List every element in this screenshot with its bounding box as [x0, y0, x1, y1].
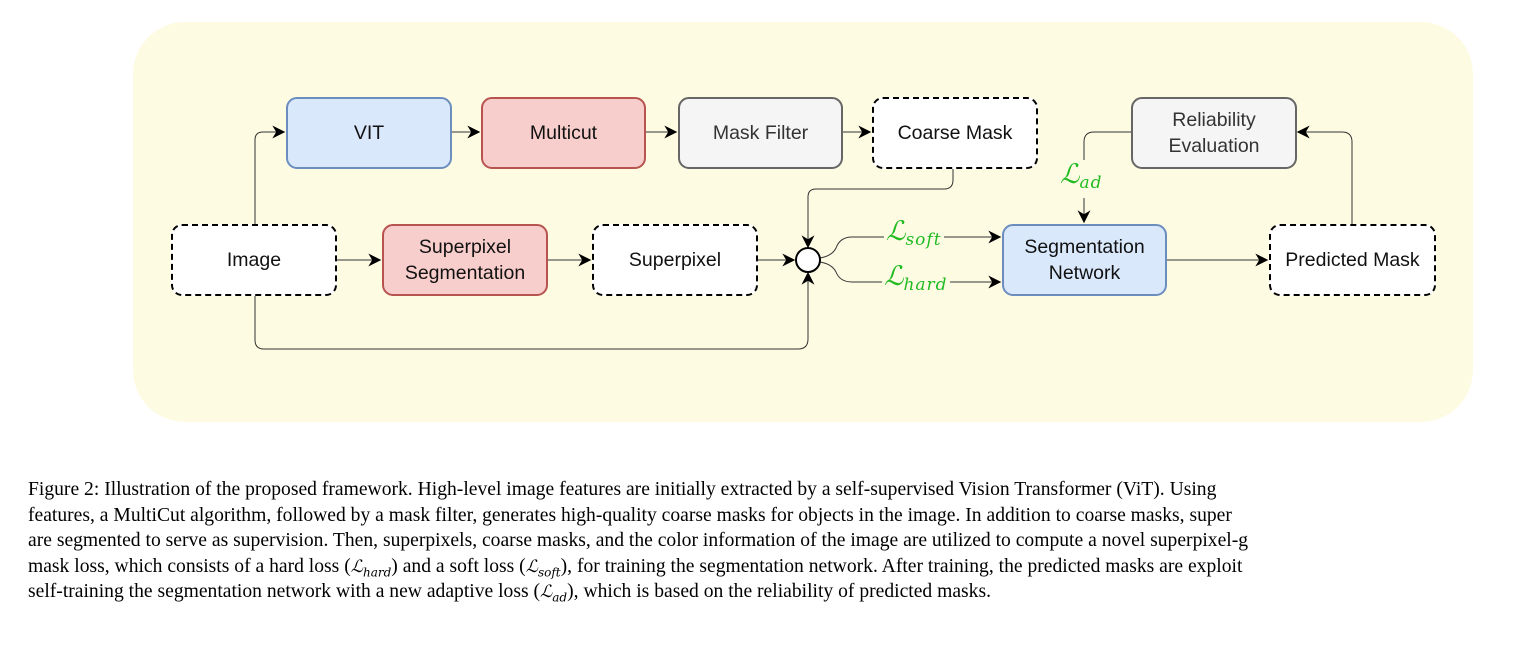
segmentation-network-label: Segmentation Network	[1024, 236, 1145, 284]
caption-line-5: self-training the segmentation network w…	[28, 581, 992, 605]
superpixel-segmentation-node: Superpixel Segmentation	[382, 224, 548, 296]
caption-line-2: features, a MultiCut algorithm, followed…	[28, 504, 1232, 526]
loss-ad-label: ℒad	[1058, 160, 1105, 198]
edge-reliability-segnet	[1077, 131, 1131, 224]
multicut-node: Multicut	[481, 97, 646, 169]
loss-soft-label: ℒsoft	[884, 217, 944, 255]
edge-merge-hard	[819, 261, 1002, 289]
mask-filter-label: Mask Filter	[712, 122, 809, 144]
predicted-mask-label: Predicted Mask	[1285, 249, 1420, 271]
image-label: Image	[226, 249, 282, 271]
vit-label: VIT	[353, 122, 385, 144]
edge-predicted-reliability	[1296, 125, 1353, 224]
predicted-mask-node: Predicted Mask	[1269, 224, 1436, 296]
vit-node: VIT	[286, 97, 452, 169]
coarse-mask-node: Coarse Mask	[872, 97, 1038, 169]
edge-merge-soft	[819, 230, 1002, 259]
reliability-evaluation-label: Reliability Evaluation	[1168, 109, 1260, 157]
figure-caption: Figure 2: Illustration of the proposed f…	[28, 477, 1524, 605]
superpixel-segmentation-label: Superpixel Segmentation	[404, 236, 526, 284]
superpixel-label: Superpixel	[628, 249, 722, 271]
multicut-label: Multicut	[529, 122, 598, 144]
superpixel-node: Superpixel	[592, 224, 758, 296]
edge-coarsemask-merge	[801, 169, 954, 249]
image-node: Image	[171, 224, 337, 296]
framework-panel	[133, 22, 1473, 422]
merge-node	[795, 247, 821, 273]
coarse-mask-label: Coarse Mask	[897, 122, 1013, 144]
edge-image-merge	[254, 271, 815, 350]
caption-line-4: mask loss, which consists of a hard loss…	[28, 555, 1243, 579]
mask-filter-node: Mask Filter	[678, 97, 843, 169]
segmentation-network-node: Segmentation Network	[1002, 224, 1167, 296]
reliability-evaluation-node: Reliability Evaluation	[1131, 97, 1297, 169]
caption-line-3: are segmented to serve as supervision. T…	[28, 530, 1249, 551]
caption-line-1: Figure 2: Illustration of the proposed f…	[28, 479, 1217, 500]
edge-image-vit	[254, 125, 286, 224]
loss-hard-label: ℒhard	[882, 262, 950, 300]
